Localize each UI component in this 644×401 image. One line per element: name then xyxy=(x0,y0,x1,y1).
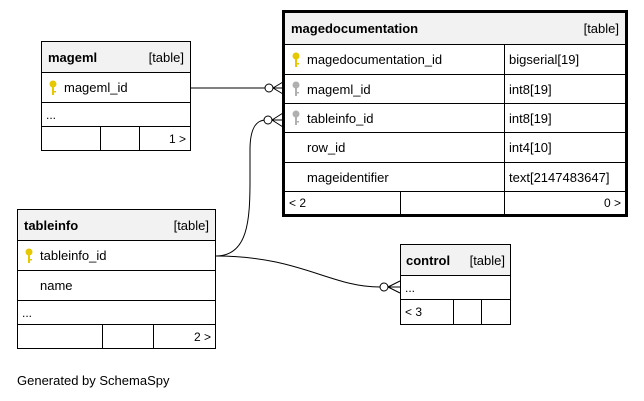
table-name: magedocumentation xyxy=(291,21,419,36)
table-name: tableinfo xyxy=(24,217,79,233)
column-name: tableinfo_id xyxy=(40,248,107,263)
edge-optional-circle xyxy=(264,83,274,93)
table-footer: < 3 xyxy=(401,300,510,324)
column-row[interactable]: name xyxy=(18,271,215,301)
column-type: text[2147483647] xyxy=(509,169,610,185)
column-row[interactable]: row_id int4[10] xyxy=(285,133,625,163)
table-mageml[interactable]: mageml [table] mageml_id ... 1 > xyxy=(41,41,191,151)
primary-key-icon xyxy=(42,80,64,96)
column-name: mageml_id xyxy=(64,80,128,95)
table-header: control [table] xyxy=(401,245,510,276)
column-type: int8[19] xyxy=(509,110,552,126)
edge-optional-circle xyxy=(263,115,273,125)
column-name: row_id xyxy=(307,133,505,162)
column-name: mageidentifier xyxy=(307,163,505,191)
table-tableinfo[interactable]: tableinfo [table] tableinfo_id name ... … xyxy=(17,209,216,349)
column-name: tableinfo_id xyxy=(307,104,505,132)
column-type: int8[19] xyxy=(509,81,552,97)
table-kind: [table] xyxy=(469,252,505,268)
footer-columns xyxy=(454,300,482,324)
footer-parents: < 2 xyxy=(285,192,401,214)
column-row[interactable]: mageml_id int8[19] xyxy=(285,75,625,104)
footer-columns xyxy=(101,127,140,150)
column-row[interactable]: magedocumentation_id bigserial[19] xyxy=(285,45,625,75)
table-kind: [table] xyxy=(583,21,619,36)
footer-parents xyxy=(18,325,103,348)
footer-children: 1 > xyxy=(168,131,186,146)
column-name: magedocumentation_id xyxy=(307,45,505,74)
table-header: mageml [table] xyxy=(42,42,190,73)
footer-children: 2 > xyxy=(193,329,211,344)
edge-crowfoot xyxy=(387,280,401,294)
table-kind: [table] xyxy=(148,49,184,65)
generated-by-caption: Generated by SchemaSpy xyxy=(17,373,170,388)
column-row[interactable]: tableinfo_id xyxy=(18,241,215,271)
footer-children xyxy=(482,300,510,324)
edge-crowfoot xyxy=(272,81,284,95)
table-footer: 1 > xyxy=(42,127,190,150)
column-type: int4[10] xyxy=(509,140,552,155)
table-magedocumentation[interactable]: magedocumentation [table] magedocumentat… xyxy=(282,10,628,217)
edge-tableinfo-to-control xyxy=(215,255,381,288)
foreign-key-icon xyxy=(285,110,307,126)
footer-columns xyxy=(401,192,505,214)
edge-optional-circle xyxy=(379,282,389,292)
foreign-key-icon xyxy=(285,81,307,97)
footer-children: 0 > xyxy=(603,196,621,210)
column-name: mageml_id xyxy=(307,75,505,103)
table-kind: [table] xyxy=(173,217,209,233)
more-columns-row: ... xyxy=(42,103,190,127)
column-row[interactable]: mageml_id xyxy=(42,73,190,103)
footer-parents xyxy=(42,127,101,150)
column-row[interactable]: mageidentifier text[2147483647] xyxy=(285,163,625,192)
table-header: magedocumentation [table] xyxy=(285,13,625,45)
footer-parents: < 3 xyxy=(401,300,454,324)
primary-key-icon xyxy=(18,248,40,264)
table-name: mageml xyxy=(48,49,98,65)
table-name: control xyxy=(406,252,451,268)
more-columns-row: ... xyxy=(401,276,510,300)
edge-crowfoot xyxy=(271,112,284,128)
table-header: tableinfo [table] xyxy=(18,210,215,241)
more-columns-row: ... xyxy=(18,301,215,325)
edge-tableinfo-to-magedocumentation xyxy=(215,119,267,257)
column-name: name xyxy=(40,278,73,293)
footer-columns xyxy=(103,325,154,348)
column-row[interactable]: tableinfo_id int8[19] xyxy=(285,104,625,133)
primary-key-icon xyxy=(285,52,307,68)
column-type: bigserial[19] xyxy=(509,52,580,67)
table-control[interactable]: control [table] ... < 3 xyxy=(400,244,511,325)
table-footer: < 2 0 > xyxy=(285,192,625,214)
table-footer: 2 > xyxy=(18,325,215,348)
